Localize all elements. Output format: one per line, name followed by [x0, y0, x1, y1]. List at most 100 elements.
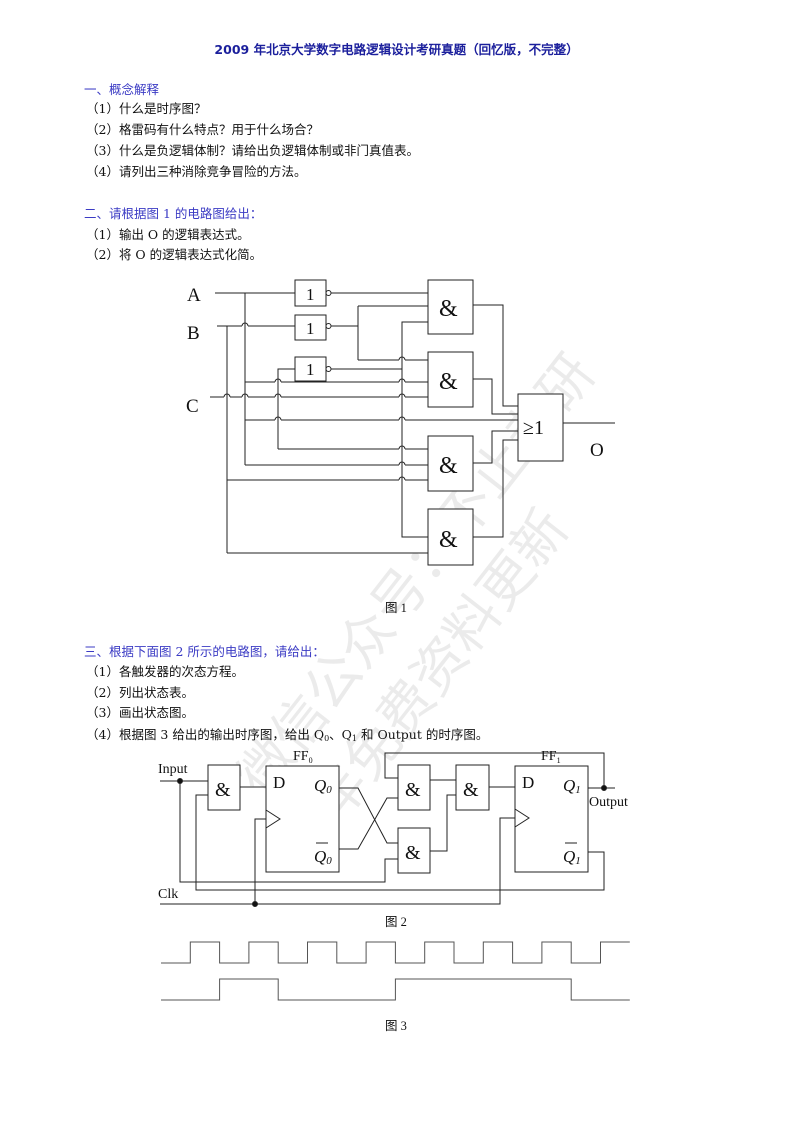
wire [473, 378, 518, 415]
and-gate-1 [427, 279, 474, 335]
ff1-d-label: D [522, 773, 534, 792]
and-gate-3 [427, 435, 474, 492]
and-gate-label: & [405, 842, 421, 864]
and-gate-2 [427, 351, 474, 408]
wire-hop [398, 416, 406, 421]
not-gate-3 [294, 356, 327, 382]
question-1-3: （3）什么是负逻辑体制？请给出负逻辑体制或非门真值表。 [86, 143, 419, 158]
figure-3-caption: 图 3 [385, 1019, 407, 1033]
wire-hop [398, 476, 406, 481]
ff0-d-label: D [273, 773, 285, 792]
ff1-name-text: FF [541, 749, 557, 764]
and-gate-4 [427, 508, 474, 566]
figure-1-wires [210, 292, 615, 554]
ff1-q: Q [563, 776, 575, 795]
ff0-name-text: FF [293, 749, 309, 764]
ff0-q-label: Q0 [314, 776, 332, 796]
and-gate-label: & [215, 779, 231, 801]
and-gate-label: & [439, 296, 458, 322]
and-gate-label: & [439, 527, 458, 553]
not-gate-label: 1 [306, 285, 315, 304]
figure-2-caption: 图 2 [385, 915, 407, 929]
junction-dot [177, 778, 183, 784]
ff0-qbar-label: Q0 [314, 847, 332, 867]
wire-hop [241, 322, 249, 327]
figure-1-caption: 图 1 [385, 601, 407, 615]
ff0-name: FF0 [293, 749, 313, 765]
ff1-qbar-label: Q1 [563, 847, 581, 867]
figure-3-timing: 图 3 [161, 941, 630, 1033]
wire [179, 781, 398, 883]
q34-text-b: 、Q [329, 727, 352, 742]
wire [473, 439, 518, 538]
q34-text-c: 和 Output 的时序图。 [357, 727, 489, 742]
clock-triangle-ff0 [265, 809, 281, 829]
question-3-4: （4）根据图 3 给出的输出时序图，给出 Q0、Q1 和 Output 的时序图… [86, 727, 488, 747]
ff1-qbar: Q [563, 847, 575, 866]
clock-triangle-ff1 [514, 808, 530, 828]
input-label-c: C [186, 396, 199, 417]
wire-hop [274, 393, 282, 398]
wire-hop [398, 393, 406, 398]
and-gate-b [397, 764, 431, 811]
ff1-q-label: Q1 [563, 776, 581, 796]
flip-flop-ff0 [265, 765, 340, 873]
question-2-1: （1）输出 O 的逻辑表达式。 [86, 227, 250, 242]
ff0-qbar-sub: 0 [326, 855, 332, 867]
q34-text-a: （4）根据图 3 给出的输出时序图，给出 Q [86, 727, 325, 742]
and-gate-d [455, 764, 490, 811]
wire [401, 321, 428, 538]
output-label-o: O [590, 440, 604, 461]
wire [473, 430, 518, 464]
wire-hop [223, 393, 231, 398]
question-2-2: （2）将 O 的逻辑表达式化简。 [86, 247, 263, 262]
input-label-b: B [187, 323, 200, 344]
wire-hop [398, 461, 406, 466]
and-gate-c [397, 827, 431, 874]
inverter-bubble [325, 366, 332, 372]
inverter-bubble [325, 323, 332, 329]
question-3-3: （3）画出状态图。 [86, 705, 194, 720]
ff1-q-sub: 1 [575, 784, 581, 796]
wire [473, 304, 518, 407]
not-gate-1 [294, 279, 327, 307]
wire-hop [398, 378, 406, 383]
figure-2-wires [160, 752, 615, 905]
and-gate-label: & [439, 369, 458, 395]
not-gate-label: 1 [306, 360, 315, 379]
input-label-a: A [187, 285, 201, 306]
section-1-heading: 一、概念解释 [84, 82, 160, 97]
wire [339, 797, 398, 850]
ff0-name-sub: 0 [309, 756, 313, 765]
ff1-qbar-sub: 1 [575, 855, 581, 867]
wire-hop [241, 393, 249, 398]
wire-hop [398, 356, 406, 361]
ff0-qbar: Q [314, 847, 326, 866]
and-gate-input [207, 764, 241, 811]
wire [195, 794, 605, 891]
ff0-q: Q [314, 776, 326, 795]
figure-1-circuit: A B C O 1 1 1 & & & & ≥1 图 1 [186, 279, 615, 615]
question-1-2: （2）格雷码有什么特点？用于什么场合？ [86, 122, 319, 137]
page-title: 2009 年北京大学数字电路逻辑设计考研真题（回忆版，不完整） [214, 42, 579, 57]
wire [339, 787, 398, 844]
question-1-4: （4）请列出三种消除竞争冒险的方法。 [86, 164, 307, 179]
and-gate-label: & [405, 779, 421, 801]
input-label: Input [158, 762, 188, 777]
section-2-heading: 二、请根据图 1 的电路图给出： [84, 206, 263, 221]
junction-dot [252, 901, 258, 907]
question-3-1: （1）各触发器的次态方程。 [86, 664, 244, 679]
not-gate-label: 1 [306, 319, 315, 338]
figure-2-circuit: Input Clk Output & & & & FF0 FF1 D D Q0 … [158, 749, 628, 929]
wire [384, 752, 605, 788]
clk-label: Clk [158, 887, 178, 902]
wire-hop [274, 378, 282, 383]
wire [160, 817, 515, 905]
ff1-name-sub: 1 [557, 756, 561, 765]
wire [430, 794, 456, 852]
inverter-bubble [325, 290, 332, 296]
clock-waveform [161, 941, 630, 964]
and-gate-label: & [439, 453, 458, 479]
input-waveform [161, 978, 630, 1001]
